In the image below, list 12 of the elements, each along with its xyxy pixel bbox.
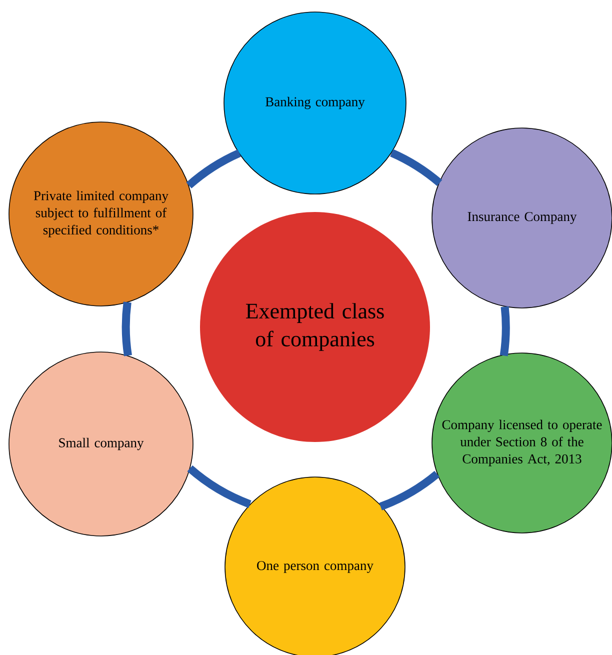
ring-arc (186, 149, 242, 188)
circle-node: Private limited company subject to fulfillment of specified conditions* (8, 122, 194, 306)
circle-node: Banking company (224, 12, 406, 194)
circle-node: Insurance Company (432, 128, 612, 308)
ring-arc (500, 306, 510, 356)
circle-node: Small company (8, 352, 194, 536)
ring-arc (187, 465, 252, 508)
circle-node: Company licensed to operate under Section 8 of the Companies Act, 2013 (432, 352, 612, 534)
ring-arc (390, 149, 442, 186)
circle-node: One person company (224, 476, 406, 655)
ring-arc (379, 470, 440, 510)
ring-arc (122, 302, 132, 356)
